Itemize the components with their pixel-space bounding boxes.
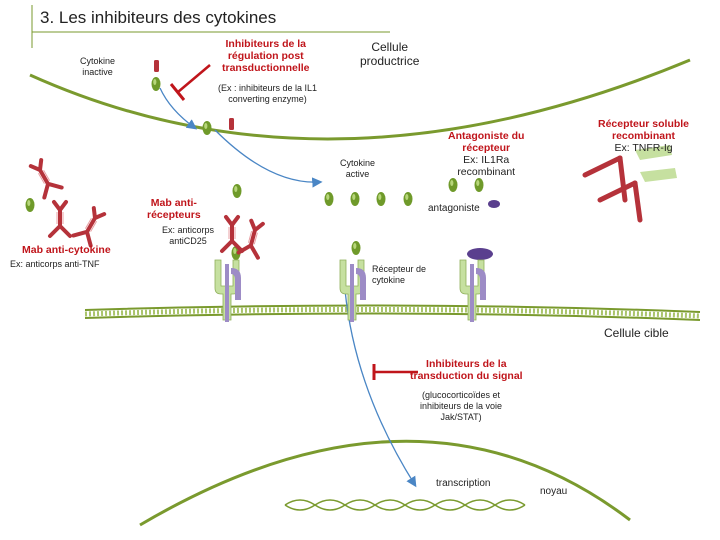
label-inhibiteurs-transduction: Inhibiteurs de la transduction du signal — [410, 358, 523, 382]
slide-title: 3. Les inhibiteurs des cytokines — [40, 8, 277, 27]
label-cellule-productrice: Cellule productrice — [360, 40, 419, 68]
label-cytokine-active: Cytokine active — [340, 158, 375, 180]
arrow-processing — [159, 87, 198, 130]
label-recepteur-soluble: Récepteur soluble recombinant Ex: TNFR-I… — [598, 118, 689, 154]
label-line: Ex: IL1Ra — [463, 154, 510, 166]
target-cell-membrane — [84, 304, 701, 321]
label-line: transduction du signal — [410, 370, 523, 382]
anti-cytokine-antibody-icons — [25, 156, 110, 248]
label-line: Cellule — [371, 40, 409, 54]
label-mab-anti-recepteurs-ex: Ex: anticorps antiCD25 — [162, 225, 214, 247]
anti-receptor-antibody-icons — [220, 215, 269, 260]
label-line: active — [345, 169, 370, 179]
label-inhibiteurs-regulation-ex: (Ex : inhibiteurs de la IL1 converting e… — [218, 83, 317, 105]
membrane-receptor-icons — [213, 258, 488, 324]
label-transcription: transcription — [436, 478, 491, 489]
arrow-secretion — [214, 129, 323, 188]
antagonist-molecule-icon — [467, 200, 500, 260]
label-line: recombinant — [612, 130, 676, 142]
label-antagoniste: antagoniste — [428, 203, 480, 214]
label-antagoniste-recepteur: Antagoniste du récepteur Ex: IL1Ra recom… — [448, 130, 524, 178]
label-line: Jak/STAT) — [440, 412, 482, 422]
producer-cell-membrane — [29, 58, 691, 141]
label-line: Ex: anticorps — [162, 225, 215, 235]
label-line: (glucocorticoïdes et — [422, 390, 501, 400]
label-line: Cytokine — [80, 56, 116, 66]
label-line: Cytokine — [340, 158, 376, 168]
soluble-receptor-icon — [582, 145, 677, 223]
label-line: productrice — [360, 54, 420, 68]
label-line: Inhibiteurs de la — [426, 358, 507, 370]
label-noyau: noyau — [540, 486, 568, 497]
label-line: inhibiteurs de la voie — [420, 401, 503, 411]
label-line: cytokine — [372, 275, 406, 285]
inhibition-symbol-transduction — [372, 364, 418, 380]
label-line: Récepteur de — [372, 264, 427, 274]
label-line: recombinant — [457, 166, 516, 178]
label-line: Mab anti- — [150, 197, 197, 209]
label-line: Ex: TNFR-Ig — [614, 142, 673, 154]
cytokine-processed-icon — [202, 118, 234, 135]
inhibition-symbol-regulation — [169, 64, 211, 101]
label-line: converting enzyme) — [228, 94, 307, 104]
label-mab-anti-cytokine: Mab anti-cytokine — [22, 244, 111, 256]
cytokine-active-icons — [231, 178, 484, 260]
label-line: Antagoniste du — [448, 130, 525, 142]
label-line: (Ex : inhibiteurs de la IL1 — [218, 83, 318, 93]
label-cellule-cible: Cellule cible — [604, 326, 669, 340]
dna-helix — [284, 499, 526, 511]
label-line: inactive — [82, 67, 113, 77]
label-inhibiteurs-regulation: Inhibiteurs de la régulation post transd… — [222, 38, 310, 74]
label-line: Récepteur soluble — [598, 118, 690, 130]
label-line: antiCD25 — [169, 236, 207, 246]
label-line: récepteurs — [147, 209, 201, 221]
nucleus-membrane — [139, 439, 631, 527]
label-line: récepteur — [462, 142, 511, 154]
label-line: Inhibiteurs de la — [225, 38, 307, 50]
label-line: régulation post — [227, 50, 304, 62]
label-inhibiteurs-transduction-ex: (glucocorticoïdes et inhibiteurs de la v… — [420, 390, 502, 423]
label-mab-anti-recepteurs: Mab anti- récepteurs — [147, 197, 201, 221]
label-line: transductionnelle — [222, 62, 310, 74]
cytokine-inactive-icon — [151, 60, 161, 91]
label-mab-anti-cytokine-ex: Ex: anticorps anti-TNF — [10, 259, 100, 269]
label-cytokine-inactive: Cytokine inactive — [80, 56, 115, 78]
label-recepteur-cytokine: Récepteur de cytokine — [372, 264, 426, 286]
